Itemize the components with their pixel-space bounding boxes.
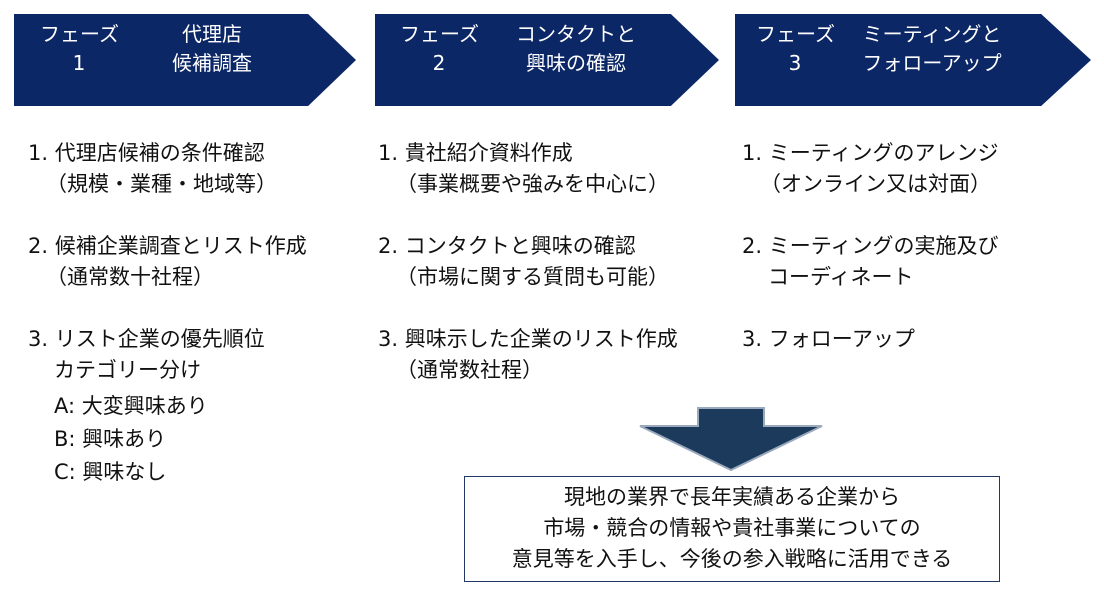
step-line: 3. 興味示した企業のリスト作成 [378,327,678,351]
phase-3-label: フェーズ 3 [756,20,835,78]
phase-1-number: 1 [72,51,86,75]
step-item: 1. 代理店候補の条件確認 （規模・業種・地域等） [28,138,307,200]
phase-2-steps: 1. 貴社紹介資料作成 （事業概要や強みを中心に） 2. コンタクトと興味の確認… [378,138,678,417]
phase-1-label: フェーズ 1 [40,20,119,78]
step-item: 1. ミーティングのアレンジ （オンライン又は対面） [742,138,998,200]
category-item: A: 大変興味あり [54,394,208,418]
result-line: 市場・競合の情報や貴社事業についての [543,516,921,540]
step-line: 2. 候補企業調査とリスト作成 [28,234,307,258]
phase-1-title: 代理店 候補調査 [132,20,292,78]
step-line: 3. リスト企業の優先順位 [28,327,265,351]
step-line: 1. ミーティングのアレンジ [742,141,999,165]
step-item: 2. 候補企業調査とリスト作成 （通常数十社程） [28,231,307,293]
category-item: C: 興味なし [54,460,167,484]
phase-2-title-line: 興味の確認 [526,51,626,75]
phase-1-steps: 1. 代理店候補の条件確認 （規模・業種・地域等） 2. 候補企業調査とリスト作… [28,138,307,489]
step-line: 3. フォローアップ [742,327,915,351]
step-note: （市場に関する質問も可能） [396,265,669,289]
step-note: （通常数社程） [396,358,543,382]
phase-3-title-line: フォローアップ [862,51,1002,75]
phase-1-title-line: 候補調査 [172,51,252,75]
step-item: 3. リスト企業の優先順位 カテゴリー分け [28,324,307,386]
category-list: A: 大変興味あり B: 興味あり C: 興味なし [28,390,307,489]
phase-2-chevron [375,14,719,106]
phase-3-number: 3 [788,51,802,75]
phase-2-label: フェーズ 2 [400,20,479,78]
phase-1-chevron [14,14,356,106]
phase-3-steps: 1. ミーティングのアレンジ （オンライン又は対面） 2. ミーティングの実施及… [742,138,998,386]
phase-3-chevron [735,14,1091,106]
phase-3-title: ミーティングと フォローアップ [852,20,1012,78]
down-arrow-icon [639,407,823,472]
step-item: 3. 興味示した企業のリスト作成 （通常数社程） [378,324,678,386]
phase-1-title-line: 代理店 [182,22,242,46]
step-note: （事業概要や強みを中心に） [396,172,669,196]
phase-1-label-word: フェーズ [40,22,119,46]
step-line: 1. 代理店候補の条件確認 [28,141,265,165]
phase-2-title: コンタクトと 興味の確認 [496,20,656,78]
phase-3-title-line: ミーティングと [862,22,1002,46]
step-note: （規模・業種・地域等） [46,172,277,196]
step-note: （通常数十社程） [46,265,214,289]
result-line: 現地の業界で長年実績ある企業から [564,485,900,509]
step-note: （オンライン又は対面） [760,172,991,196]
step-note: カテゴリー分け [54,358,201,382]
step-line: 2. ミーティングの実施及び [742,234,999,258]
step-line: 1. 貴社紹介資料作成 [378,141,573,165]
result-box: 現地の業界で長年実績ある企業から 市場・競合の情報や貴社事業についての 意見等を… [464,476,1000,582]
step-item: 1. 貴社紹介資料作成 （事業概要や強みを中心に） [378,138,678,200]
category-item: B: 興味あり [54,427,167,451]
step-item: 3. フォローアップ [742,324,998,355]
phase-2-label-word: フェーズ [400,22,479,46]
step-item: 2. コンタクトと興味の確認 （市場に関する質問も可能） [378,231,678,293]
phase-2-title-line: コンタクトと [516,22,636,46]
step-line: 2. コンタクトと興味の確認 [378,234,636,258]
step-item: 2. ミーティングの実施及び コーディネート [742,231,998,293]
result-line: 意見等を入手し、今後の参入戦略に活用できる [511,547,953,571]
step-note: コーディネート [768,265,914,289]
down-arrow-shape [639,407,823,472]
phase-2-number: 2 [432,51,446,75]
phase-3-label-word: フェーズ [756,22,835,46]
